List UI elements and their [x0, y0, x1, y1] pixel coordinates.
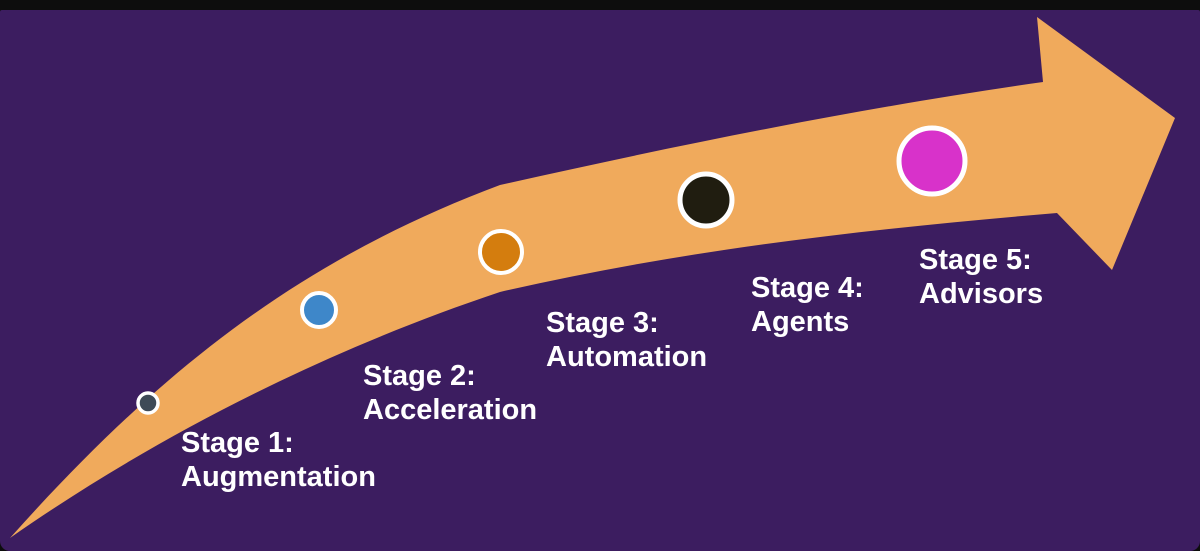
stage-1-name: Augmentation — [181, 461, 376, 493]
stage-4-marker-dot — [677, 171, 735, 229]
stage-2-title: Stage 2: — [363, 360, 476, 392]
stage-5-marker-dot — [896, 125, 968, 197]
stage-4-title: Stage 4: — [751, 272, 864, 304]
stage-3-label: Stage 3: Automation — [546, 306, 707, 374]
stage-1-marker-dot — [136, 391, 160, 415]
stage-1-label: Stage 1: Augmentation — [181, 426, 376, 494]
stage-5-label: Stage 5: Advisors — [919, 243, 1043, 311]
stage-4-label: Stage 4: Agents — [751, 271, 864, 339]
stage-2-marker-dot — [300, 291, 338, 329]
stage-4-name: Agents — [751, 306, 850, 338]
stage-1-title: Stage 1: — [181, 427, 294, 459]
stage-5-name: Advisors — [919, 278, 1044, 310]
slide-canvas: Stage 1: Augmentation Stage 2: Accelerat… — [0, 10, 1200, 551]
stage-3-name: Automation — [546, 341, 708, 373]
stage-2-label: Stage 2: Acceleration — [363, 359, 537, 427]
stage-3-title: Stage 3: — [546, 307, 659, 339]
stage-5-title: Stage 5: — [919, 244, 1032, 276]
curved-arrow-shape — [10, 17, 1175, 538]
stages-arrow-graphic — [10, 17, 1175, 538]
stage-3-marker-dot — [478, 229, 524, 275]
stage-2-name: Acceleration — [363, 394, 538, 426]
